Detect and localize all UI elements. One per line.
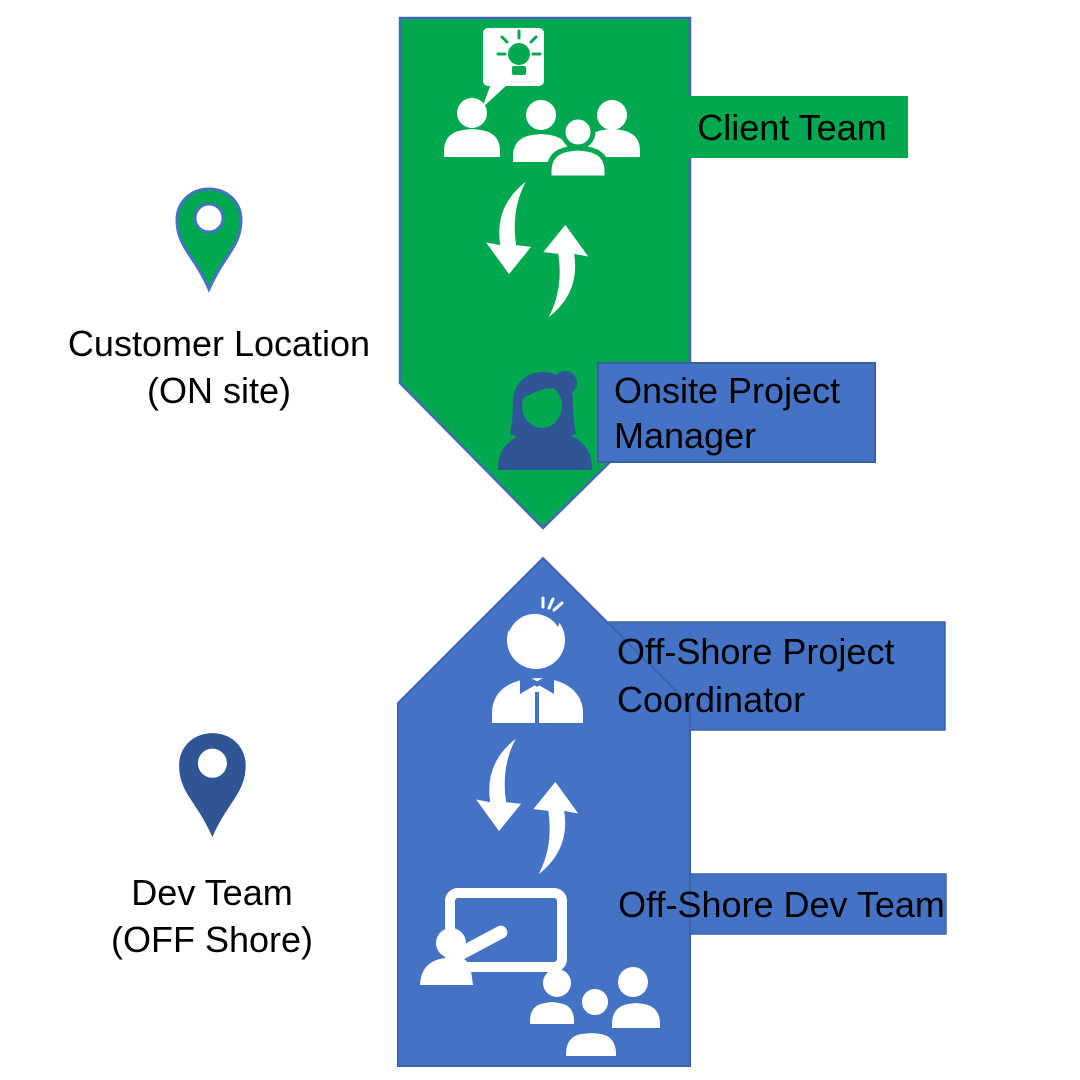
dev-team-label-text: Off-Shore Dev Team [618,883,945,925]
onsite-location-caption-line2: (ON site) [147,370,291,411]
coordinator-boy-icon [492,596,583,723]
onsite-pm-bar [597,362,876,463]
coordinator-label: Off-Shore Project Coordinator [607,622,945,730]
client-team-label-text: Client Team [697,106,887,148]
coordinator-label-line2: Coordinator [617,679,806,720]
coordinator-label-line1: Off-Shore Project [617,631,895,672]
client-team-bar [660,96,908,158]
onsite-pm-woman-icon [498,371,592,470]
onsite-location-caption-line1: Customer Location [67,323,371,364]
onsite-pm-label-line1: Onsite Project [614,369,841,411]
onsite-pm-label-line2: Manager [614,414,757,456]
offshore-location-caption-line2: (OFF Shore) [110,919,314,960]
offshore-dev-team-icon [420,888,660,1060]
offshore-location-caption-line1: Dev Team [131,872,293,913]
offshore-pentagon-shape [397,556,691,1067]
onsite-location-caption: Customer Location (ON site) [39,320,399,414]
client-team-label: Client Team [660,96,916,158]
client-team-people-icon [444,98,640,181]
offshore-location-pin-icon [179,733,246,838]
offshore-location-caption: Dev Team (OFF Shore) [32,869,392,963]
idea-bubble-icon [482,28,544,108]
onsite-pm-label: Onsite Project Manager [598,363,875,462]
onsite-location-pin-icon [175,187,243,293]
dev-team-label: Off-Shore Dev Team [607,874,946,934]
